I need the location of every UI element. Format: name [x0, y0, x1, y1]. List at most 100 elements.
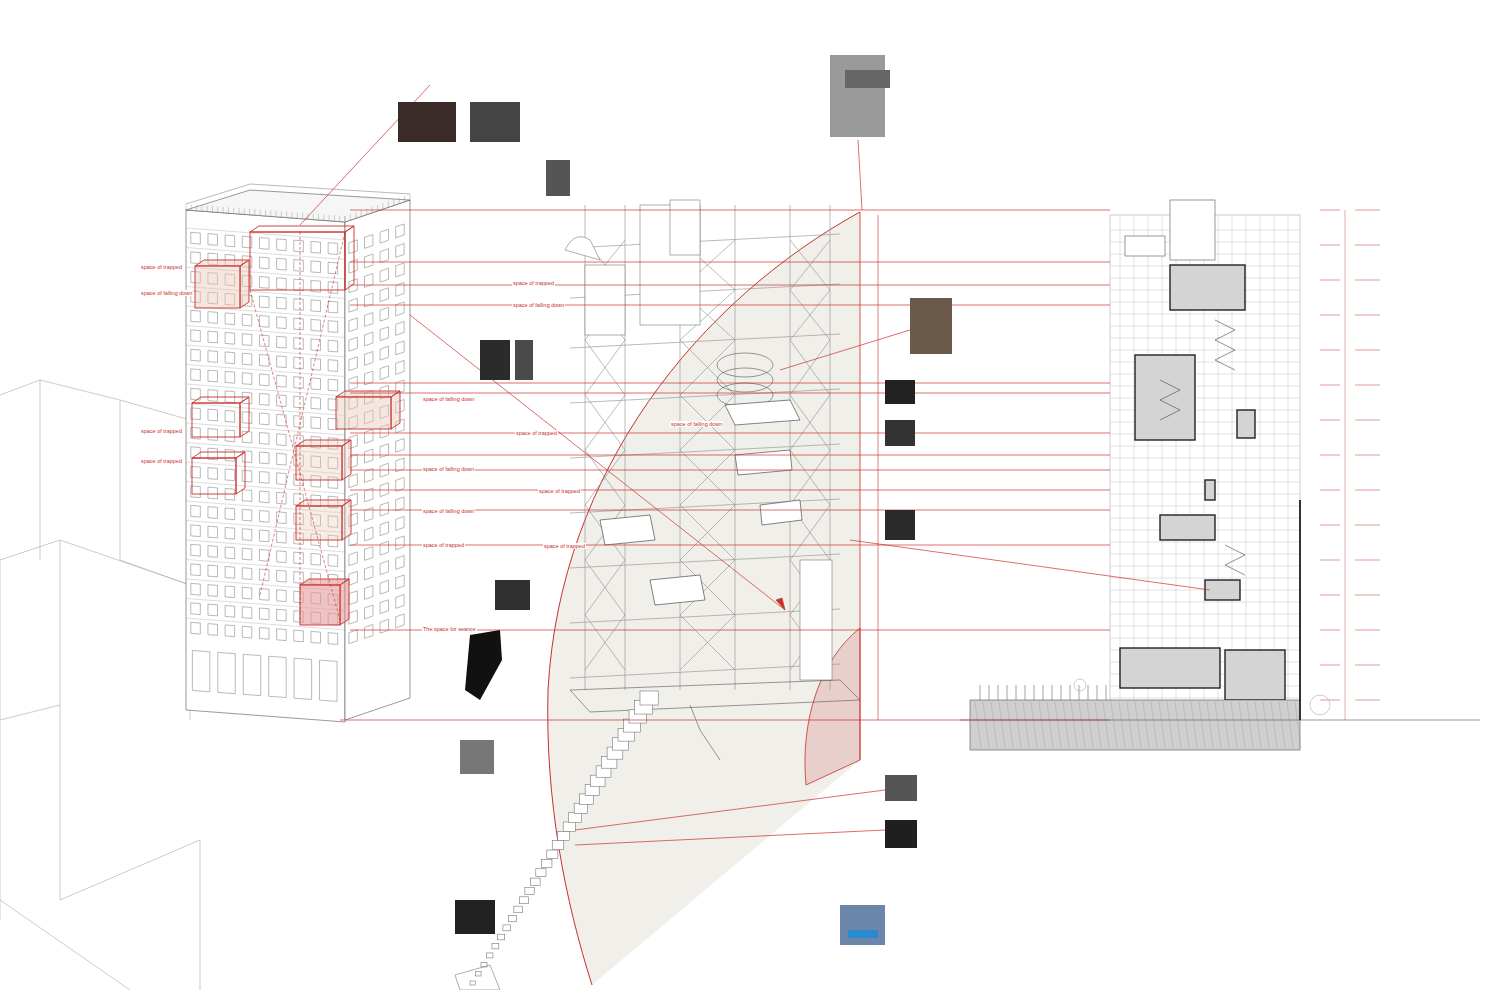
corridor-frame: [574, 803, 587, 813]
corridor-frame: [569, 813, 582, 823]
section-room: [1225, 650, 1285, 700]
tower-front-face: [186, 210, 345, 722]
brace: [790, 240, 830, 290]
building-edge: [0, 380, 190, 420]
window: [225, 625, 235, 637]
projection-line: [350, 305, 1110, 306]
hatch: [1231, 702, 1237, 748]
window: [396, 360, 404, 374]
tower-roof: [186, 190, 410, 222]
space-box-front: [300, 585, 340, 625]
space-label: space of falling down: [140, 290, 193, 296]
window: [259, 550, 269, 562]
space-box-side: [391, 391, 400, 429]
shop-window: [243, 654, 260, 695]
window: [396, 516, 404, 530]
shop-window: [192, 650, 209, 691]
window: [380, 619, 388, 633]
corridor-frame: [470, 981, 475, 985]
tank: [585, 265, 625, 335]
hatch: [1167, 702, 1173, 748]
hatch: [1287, 702, 1293, 748]
sweep-arc: [548, 212, 860, 985]
window: [242, 626, 252, 638]
hatch: [1191, 702, 1197, 748]
window: [191, 603, 201, 615]
window: [277, 609, 287, 621]
level-mark: [1355, 245, 1380, 246]
hatch: [1215, 702, 1221, 748]
window: [191, 232, 201, 244]
level-mark: [1355, 630, 1380, 631]
brace: [585, 560, 625, 615]
window: [208, 604, 218, 616]
hatch: [1143, 702, 1149, 748]
space-box-front: [296, 446, 342, 480]
corridor-frame: [519, 897, 528, 904]
corridor-frame: [508, 916, 516, 922]
window: [328, 633, 338, 645]
space-label: space of trapped: [512, 280, 555, 286]
railing-post: [228, 207, 229, 213]
window: [259, 355, 269, 367]
hatch: [1031, 702, 1037, 748]
building-edge: [0, 705, 60, 720]
brace: [790, 395, 830, 450]
corridor-frame: [541, 859, 552, 867]
railing-post: [270, 210, 271, 216]
space-label: space of falling down: [422, 466, 475, 472]
brace: [680, 615, 735, 670]
sweep: [548, 212, 878, 985]
hatch: [1239, 702, 1245, 748]
projection-line: [350, 490, 1110, 491]
column: [790, 205, 791, 690]
window: [277, 414, 287, 426]
window: [365, 313, 373, 327]
photo-thumbnail: [885, 775, 917, 801]
projection-line: [350, 262, 1110, 263]
space-box-side: [345, 226, 354, 290]
level-mark: [1355, 595, 1380, 596]
window: [311, 300, 321, 312]
railing-post: [404, 196, 405, 202]
projection-line: [350, 393, 1110, 394]
level-mark: [1320, 665, 1340, 666]
level-mark: [1355, 525, 1380, 526]
hatch: [1095, 702, 1101, 748]
brace: [790, 290, 830, 340]
projection-line: [575, 790, 885, 830]
window: [311, 319, 321, 331]
window: [225, 313, 235, 325]
window: [208, 546, 218, 558]
photo-thumbnail: [885, 820, 917, 848]
hatch: [1207, 702, 1213, 748]
shop-window: [218, 652, 235, 693]
space-box-front: [192, 458, 236, 494]
stair-spiral: [717, 368, 773, 392]
hatch: [999, 702, 1005, 748]
railing-post: [260, 210, 261, 216]
hatch: [1063, 702, 1069, 748]
window: [311, 631, 321, 643]
railing-post: [318, 214, 319, 220]
building-edge: [40, 380, 41, 560]
railing-post: [388, 201, 389, 207]
projection-line: [850, 540, 1210, 590]
hatch: [1119, 702, 1125, 748]
building-edge: [60, 840, 200, 900]
floor-line: [1110, 542, 1300, 543]
level-mark: [1320, 245, 1340, 246]
railing-post: [201, 205, 202, 211]
window: [365, 547, 373, 561]
building-edge: [0, 560, 1, 920]
window: [242, 353, 252, 365]
window: [349, 318, 357, 332]
reference-photos: [398, 55, 952, 945]
window: [349, 571, 357, 585]
brace: [790, 450, 830, 505]
hatch: [1055, 702, 1061, 748]
dimension-line: [878, 215, 879, 720]
window: [380, 522, 388, 536]
window: [225, 527, 235, 539]
